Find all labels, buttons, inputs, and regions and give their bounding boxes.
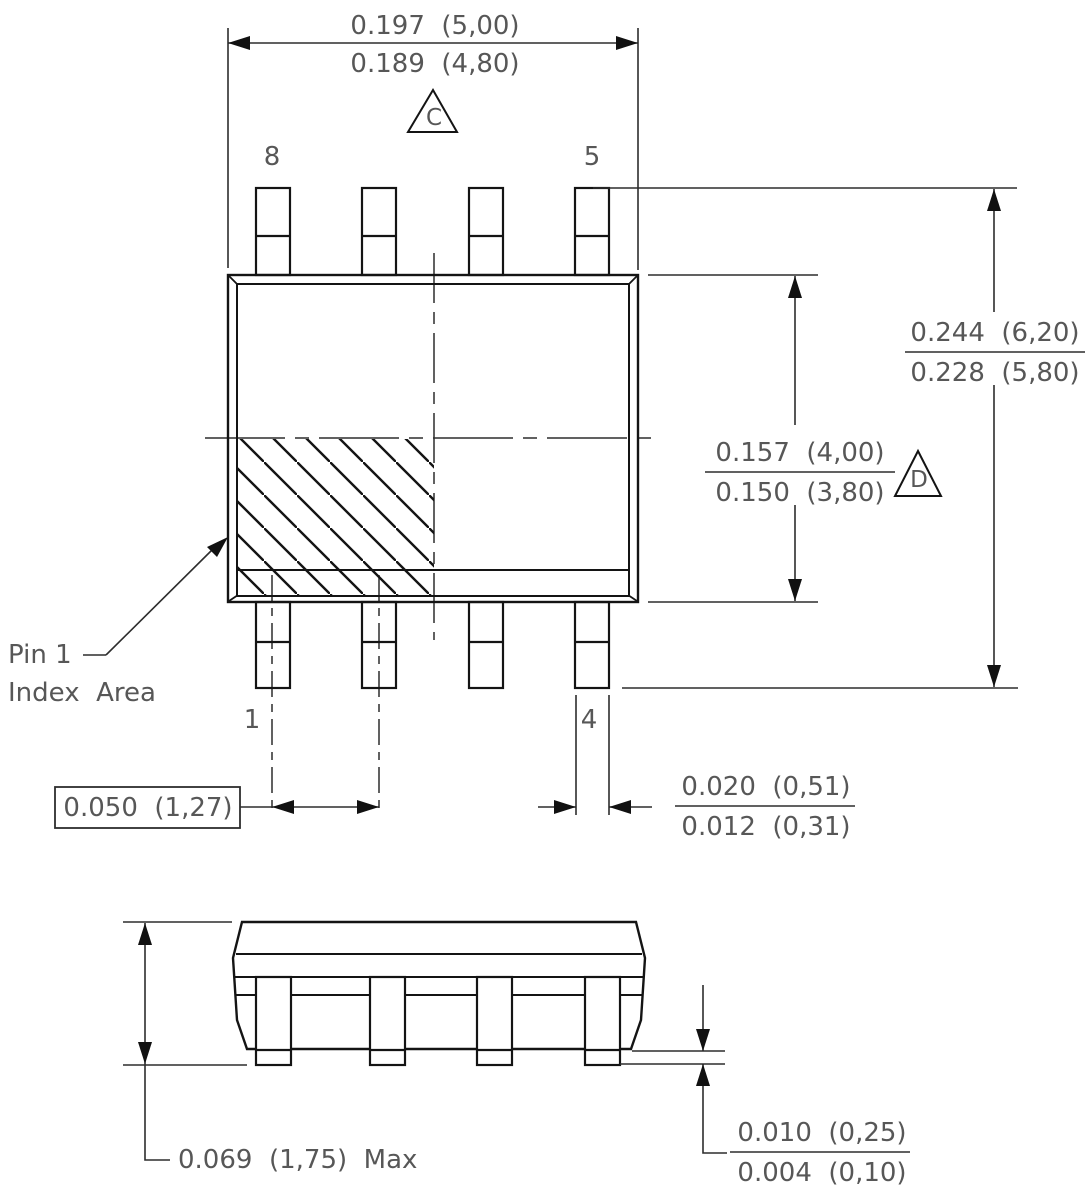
side-lead-4 bbox=[583, 975, 622, 1067]
body-width-max: 0.157 (4,00) bbox=[715, 438, 885, 468]
side-view-body bbox=[231, 920, 647, 1051]
arrow-up-icon bbox=[696, 1064, 710, 1086]
pin1-index-note-line1: Pin 1 bbox=[8, 640, 72, 670]
pin-number-8: 8 bbox=[263, 142, 281, 172]
lead-span-max: 0.244 (6,20) bbox=[910, 318, 1080, 348]
top-pin-5 bbox=[573, 186, 611, 277]
pin-number-1: 1 bbox=[243, 705, 261, 735]
bottom-pin-1 bbox=[254, 600, 292, 690]
body-length-min: 0.189 (4,80) bbox=[350, 49, 520, 79]
datum-flags bbox=[406, 88, 943, 497]
pin1-index-leader bbox=[83, 548, 214, 656]
pin1-index-hatch bbox=[237, 439, 434, 596]
arrow-right-icon bbox=[357, 800, 379, 814]
pitch-value: 0.050 (1,27) bbox=[63, 793, 233, 823]
arrow-up-icon bbox=[138, 923, 152, 945]
body-width-min: 0.150 (3,80) bbox=[715, 478, 885, 508]
arrow-right-icon bbox=[616, 36, 638, 50]
body-length-dimension bbox=[227, 28, 639, 270]
arrow-up-icon bbox=[987, 189, 1001, 211]
height-max: 0.069 (1,75) Max bbox=[178, 1145, 418, 1175]
side-lead-2 bbox=[368, 975, 407, 1067]
top-view bbox=[226, 186, 640, 690]
bottom-pins bbox=[254, 600, 611, 690]
top-pins bbox=[254, 186, 611, 277]
arrow-down-icon bbox=[138, 1042, 152, 1064]
lead-width-max: 0.020 (0,51) bbox=[681, 772, 851, 802]
arrow-up-icon bbox=[788, 276, 802, 298]
leader-arrow-icon bbox=[207, 537, 228, 557]
arrow-left-icon bbox=[228, 36, 250, 50]
arrow-left-icon bbox=[272, 800, 294, 814]
side-view-leads bbox=[254, 975, 622, 1067]
top-view-body-outline bbox=[226, 273, 640, 604]
bottom-pin-2 bbox=[360, 600, 398, 690]
datum-d-triangle-icon bbox=[893, 448, 943, 497]
top-pin-6 bbox=[467, 186, 505, 277]
pin-number-4: 4 bbox=[580, 705, 598, 735]
side-lead-1 bbox=[254, 975, 293, 1067]
lead-span-min: 0.228 (5,80) bbox=[910, 358, 1080, 388]
arrow-left-icon bbox=[609, 800, 631, 814]
height-dimension bbox=[123, 921, 247, 1161]
bottom-pin-3 bbox=[467, 600, 505, 690]
datum-d-label: D bbox=[910, 467, 928, 493]
arrow-down-icon bbox=[788, 579, 802, 601]
standoff-max: 0.010 (0,25) bbox=[737, 1118, 907, 1148]
datum-c-triangle-icon bbox=[406, 88, 459, 133]
body-length-max: 0.197 (5,00) bbox=[350, 11, 520, 41]
standoff-dimension bbox=[620, 985, 910, 1154]
bottom-pin-4 bbox=[573, 600, 611, 690]
standoff-min: 0.004 (0,10) bbox=[737, 1158, 907, 1188]
side-view bbox=[231, 920, 647, 1067]
lead-width-min: 0.012 (0,31) bbox=[681, 812, 851, 842]
arrow-down-icon bbox=[987, 665, 1001, 687]
datum-c-label: C bbox=[425, 105, 443, 131]
top-pin-8 bbox=[254, 186, 292, 277]
arrow-right-icon bbox=[554, 800, 576, 814]
side-lead-3 bbox=[475, 975, 514, 1067]
pin1-index-note-line2: Index Area bbox=[8, 678, 156, 708]
arrow-down-icon bbox=[696, 1029, 710, 1051]
pin-number-5: 5 bbox=[583, 142, 601, 172]
top-pin-7 bbox=[360, 186, 398, 277]
arrowheads bbox=[138, 36, 1001, 1086]
